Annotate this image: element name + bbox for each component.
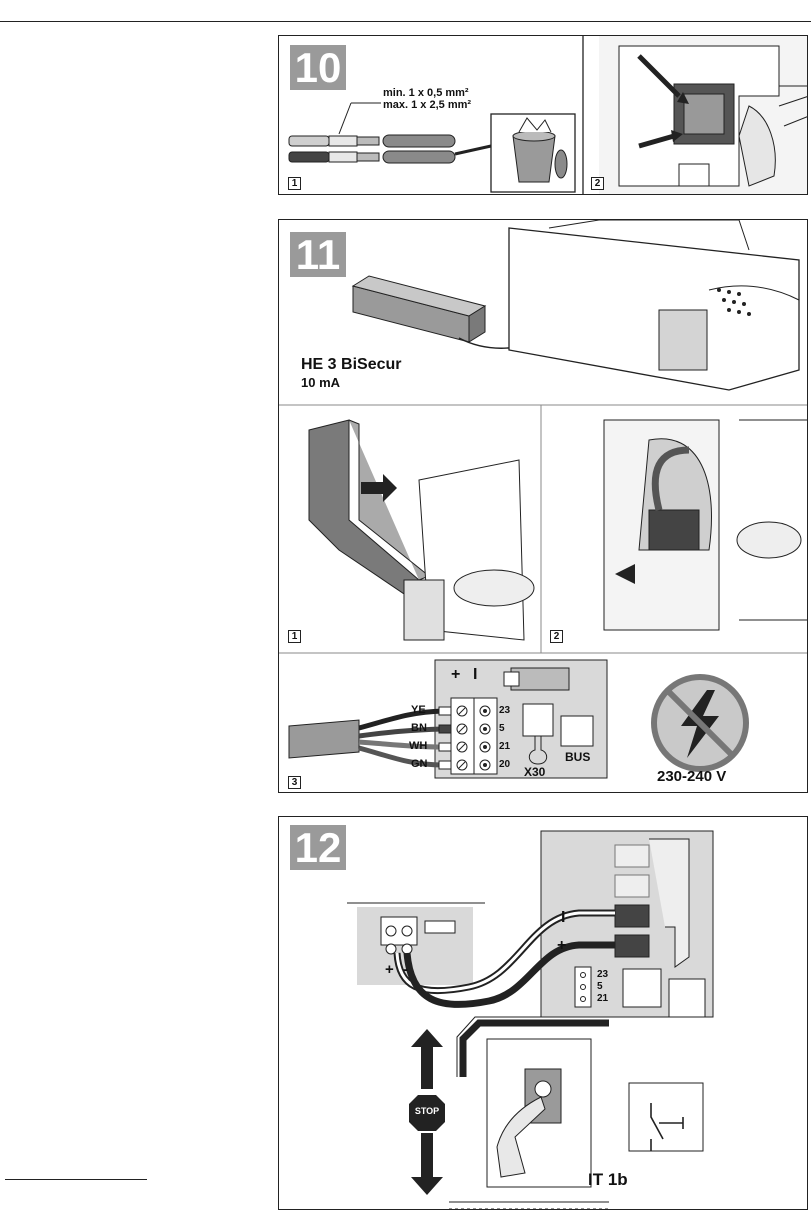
step-12-number: 12 [290,825,346,870]
variant-label: IT 1b [588,1170,628,1189]
sign-plus: + [557,937,567,954]
header-rule [0,21,811,22]
x30-label: X30 [524,765,546,779]
polarity-plus: + [451,666,461,683]
module-current-label: 10 mA [301,375,341,390]
step-11-number: 11 [290,232,346,277]
step-10-number: 10 [290,45,346,90]
footnote-rule [5,1179,147,1180]
step-11-sub-3: 3 [288,776,301,789]
wire-bn: BN [411,722,427,734]
step-11-illustration [279,220,807,779]
step-10-sub-1: 1 [288,177,301,190]
voltage-label: 230-240 V [657,768,727,785]
wire-gn: GN [411,758,428,770]
wire-min-label: min. 1 x 0,5 mm² [383,87,469,99]
step-12-illustration [347,830,714,1209]
terminal-21: 21 [499,741,511,752]
module-name-label: HE 3 BiSecur [301,356,402,373]
left-minus: - [403,961,408,978]
terminal-20: 20 [499,759,511,770]
step-10-illustration [288,36,807,194]
terminal-23: 23 [597,969,609,980]
left-plus: + [385,961,394,978]
step-10-panel: 10 min. 1 x 0,5 [278,35,808,195]
wire-max-label: max. 1 x 2,5 mm² [383,99,472,111]
terminal-23: 23 [499,705,511,716]
step-12-panel: 12 [278,816,808,1210]
terminal-5: 5 [499,723,505,734]
wire-ye: YE [411,704,426,716]
terminal-21: 21 [597,993,609,1004]
terminal-5: 5 [597,981,603,992]
step-10-sub-2: 2 [591,177,604,190]
polarity-minus: I [473,666,478,683]
wire-wh: WH [409,740,428,752]
step-11-sub-1: 1 [288,630,301,643]
step-11-sub-2: 2 [550,630,563,643]
step-11-panel: 11 [278,219,808,793]
bus-label: BUS [565,750,591,764]
sign-minus: I [561,909,566,926]
stop-sign-label: STOP [414,1106,440,1116]
